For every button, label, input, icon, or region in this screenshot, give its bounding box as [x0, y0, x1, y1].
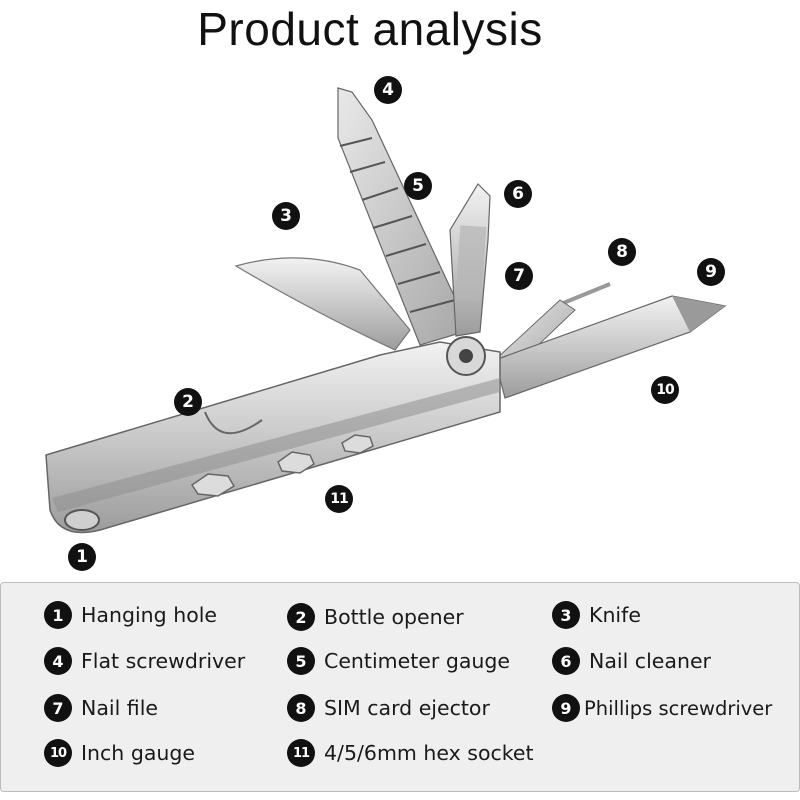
legend-number: 2 [287, 603, 315, 631]
hex-sockets [190, 434, 374, 497]
legend-item-centimeter-gauge: 5 Centimeter gauge [287, 647, 510, 675]
legend-panel: 1 Hanging hole 2 Bottle opener 3 Knife 4… [0, 582, 800, 792]
legend-number: 4 [44, 647, 72, 675]
legend-item-hex-socket: 11 4/5/6mm hex socket [287, 739, 534, 767]
callout-5: 5 [404, 172, 432, 200]
callout-2: 2 [174, 388, 202, 416]
callout-11: 11 [325, 485, 353, 513]
centimeter-gauge-marks [339, 137, 456, 313]
legend-number: 1 [44, 601, 72, 629]
legend-label: Nail file [81, 696, 159, 720]
legend-number: 6 [552, 647, 580, 675]
legend-item-nail-cleaner: 6 Nail cleaner [552, 647, 711, 675]
legend-item-sim-card-ejector: 8 SIM card ejector [287, 694, 490, 722]
legend-number: 3 [552, 601, 580, 629]
legend-number: 7 [44, 694, 72, 722]
callout-7: 7 [505, 262, 533, 290]
legend-label: Phillips screwdriver [584, 696, 773, 720]
legend-number: 10 [44, 739, 72, 767]
callout-1: 1 [68, 543, 96, 571]
legend-number: 5 [287, 647, 315, 675]
legend-label: 4/5/6mm hex socket [324, 741, 534, 765]
tool-handle [45, 341, 501, 534]
legend-label: Centimeter gauge [324, 649, 511, 673]
callout-3: 3 [272, 202, 300, 230]
legend-number: 9 [552, 694, 580, 722]
legend-label: Bottle opener [324, 605, 464, 629]
page-title: Product analysis [197, 3, 543, 55]
bottle-opener-notch [204, 411, 263, 435]
legend-number: 11 [287, 739, 315, 767]
hanging-hole [64, 509, 100, 531]
multitool-illustration [45, 87, 727, 534]
legend-item-hanging-hole: 1 Hanging hole [44, 601, 217, 629]
callout-4: 4 [374, 76, 402, 104]
legend-item-knife: 3 Knife [552, 601, 641, 629]
legend-label: Knife [589, 603, 641, 627]
legend-item-bottle-opener: 2 Bottle opener [287, 603, 464, 631]
legend-label: Nail cleaner [589, 649, 711, 673]
callout-10: 10 [651, 376, 679, 404]
legend-label: Inch gauge [81, 741, 196, 765]
legend-item-inch-gauge: 10 Inch gauge [44, 739, 195, 767]
legend-label: Hanging hole [81, 603, 218, 627]
callout-8: 8 [608, 238, 636, 266]
knife-blade [234, 257, 411, 351]
legend-item-phillips-screwdriver: 9 Phillips screwdriver [552, 694, 772, 722]
legend-item-flat-screwdriver: 4 Flat screwdriver [44, 647, 245, 675]
legend-number: 8 [287, 694, 315, 722]
sim-ejector-pin [555, 282, 611, 308]
legend-label: Flat screwdriver [81, 649, 246, 673]
callout-9: 9 [697, 258, 725, 286]
callout-6: 6 [504, 180, 532, 208]
legend-item-nail-file: 7 Nail file [44, 694, 158, 722]
legend-label: SIM card ejector [324, 696, 490, 720]
